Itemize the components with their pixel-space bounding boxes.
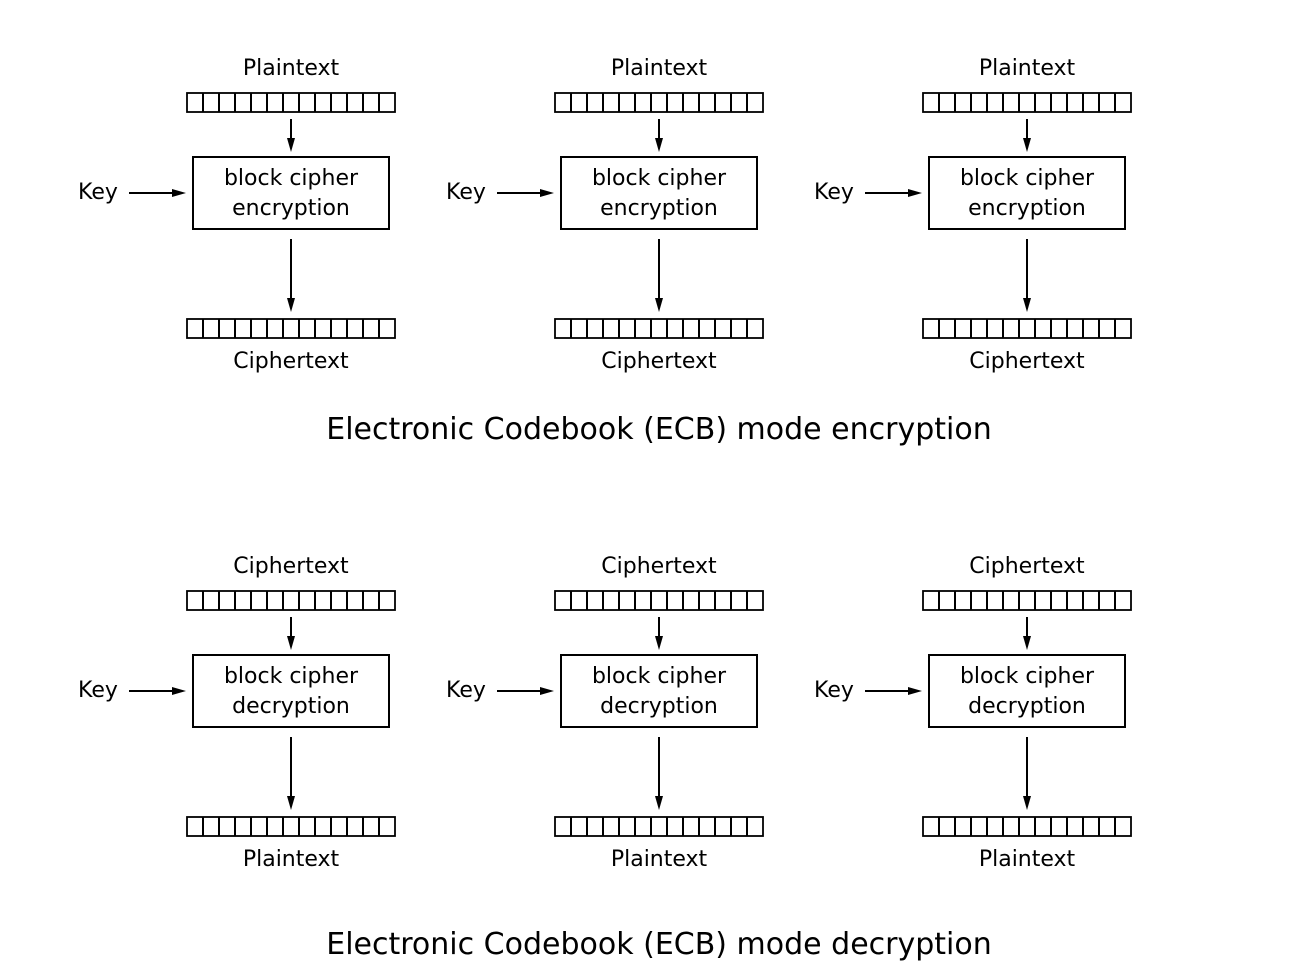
encryption-block-3-input-strip [922, 92, 1132, 113]
decryption-block-3-input-strip [922, 590, 1132, 611]
decryption-block-1-input-strip [186, 590, 396, 611]
decryption-block-1-input-label: Ciphertext [233, 554, 349, 579]
decryption-block-2-cipher-label-line1: block cipher [592, 664, 727, 689]
decryption-block-2-input-label: Ciphertext [601, 554, 717, 579]
encryption-block-3-output-label: Ciphertext [969, 349, 1085, 374]
decryption-block-1-key-arrow-head [172, 687, 186, 695]
decryption-block-2-cipher-box [560, 654, 758, 728]
decryption-block-2-input-strip [554, 590, 764, 611]
decryption-title: Electronic Codebook (ECB) mode decryptio… [326, 927, 992, 962]
encryption-block-1-output-arrow-head [287, 298, 295, 312]
decryption-block-3-output-arrow-head [1023, 796, 1031, 810]
decryption-block-1-cipher-label-line1: block cipher [224, 664, 359, 689]
encryption-block-1-key-arrow-head [172, 189, 186, 197]
encryption-block-2-input-arrow-head [655, 138, 663, 152]
encryption-block-1-input-arrow-head [287, 138, 295, 152]
encryption-block-1-output-strip [186, 318, 396, 339]
encryption-block-2-key-arrow-head [540, 189, 554, 197]
encryption-block-2-cipher-label-line1: block cipher [592, 166, 727, 191]
encryption-title: Electronic Codebook (ECB) mode encryptio… [326, 412, 991, 447]
encryption-block-3-cipher-label-line1: block cipher [960, 166, 1095, 191]
encryption-block-1-input-label: Plaintext [243, 56, 340, 81]
encryption-block-2-input-label: Plaintext [611, 56, 708, 81]
encryption-block-2-cipher-box [560, 156, 758, 230]
decryption-block-3-input-arrow-head [1023, 636, 1031, 650]
encryption-block-3-output-arrow-head [1023, 298, 1031, 312]
decryption-block-1-cipher-box [192, 654, 390, 728]
decryption-block-3-cipher-box [928, 654, 1126, 728]
decryption-block-2-key-arrow-head [540, 687, 554, 695]
encryption-block-3-key-label: Key [814, 180, 854, 205]
encryption-block-3-cipher-label-line2: encryption [968, 196, 1086, 221]
encryption-block-2-input-strip [554, 92, 764, 113]
decryption-block-2-cipher-label-line2: decryption [600, 694, 718, 719]
decryption-block-2-input-arrow-head [655, 636, 663, 650]
encryption-block-1-key-label: Key [78, 180, 118, 205]
encryption-block-1-cipher-label-line2: encryption [232, 196, 350, 221]
encryption-block-2-cipher-label-line2: encryption [600, 196, 718, 221]
decryption-block-2-key-label: Key [446, 678, 486, 703]
decryption-block-3-cipher-label-line1: block cipher [960, 664, 1095, 689]
encryption-block-2-output-arrow-head [655, 298, 663, 312]
decryption-block-2-output-arrow-head [655, 796, 663, 810]
encryption-block-1-output-label: Ciphertext [233, 349, 349, 374]
decryption-block-1-input-arrow-head [287, 636, 295, 650]
decryption-block-2-output-label: Plaintext [611, 847, 708, 872]
decryption-block-3-output-label: Plaintext [979, 847, 1076, 872]
decryption-block-2-output-strip [554, 816, 764, 837]
decryption-block-1-output-arrow-head [287, 796, 295, 810]
encryption-block-2-output-label: Ciphertext [601, 349, 717, 374]
encryption-block-3-input-arrow-head [1023, 138, 1031, 152]
decryption-block-1-output-label: Plaintext [243, 847, 340, 872]
decryption-block-3-output-strip [922, 816, 1132, 837]
encryption-block-2-output-strip [554, 318, 764, 339]
decryption-block-3-key-arrow-head [908, 687, 922, 695]
decryption-block-1-output-strip [186, 816, 396, 837]
decryption-block-3-input-label: Ciphertext [969, 554, 1085, 579]
decryption-block-3-cipher-label-line2: decryption [968, 694, 1086, 719]
decryption-block-3-key-label: Key [814, 678, 854, 703]
encryption-block-1-cipher-label-line1: block cipher [224, 166, 359, 191]
encryption-block-1-cipher-box [192, 156, 390, 230]
encryption-block-3-output-strip [922, 318, 1132, 339]
encryption-block-1-input-strip [186, 92, 396, 113]
encryption-block-3-key-arrow-head [908, 189, 922, 197]
encryption-block-3-input-label: Plaintext [979, 56, 1076, 81]
encryption-block-3-cipher-box [928, 156, 1126, 230]
decryption-block-1-cipher-label-line2: decryption [232, 694, 350, 719]
decryption-block-1-key-label: Key [78, 678, 118, 703]
encryption-block-2-key-label: Key [446, 180, 486, 205]
